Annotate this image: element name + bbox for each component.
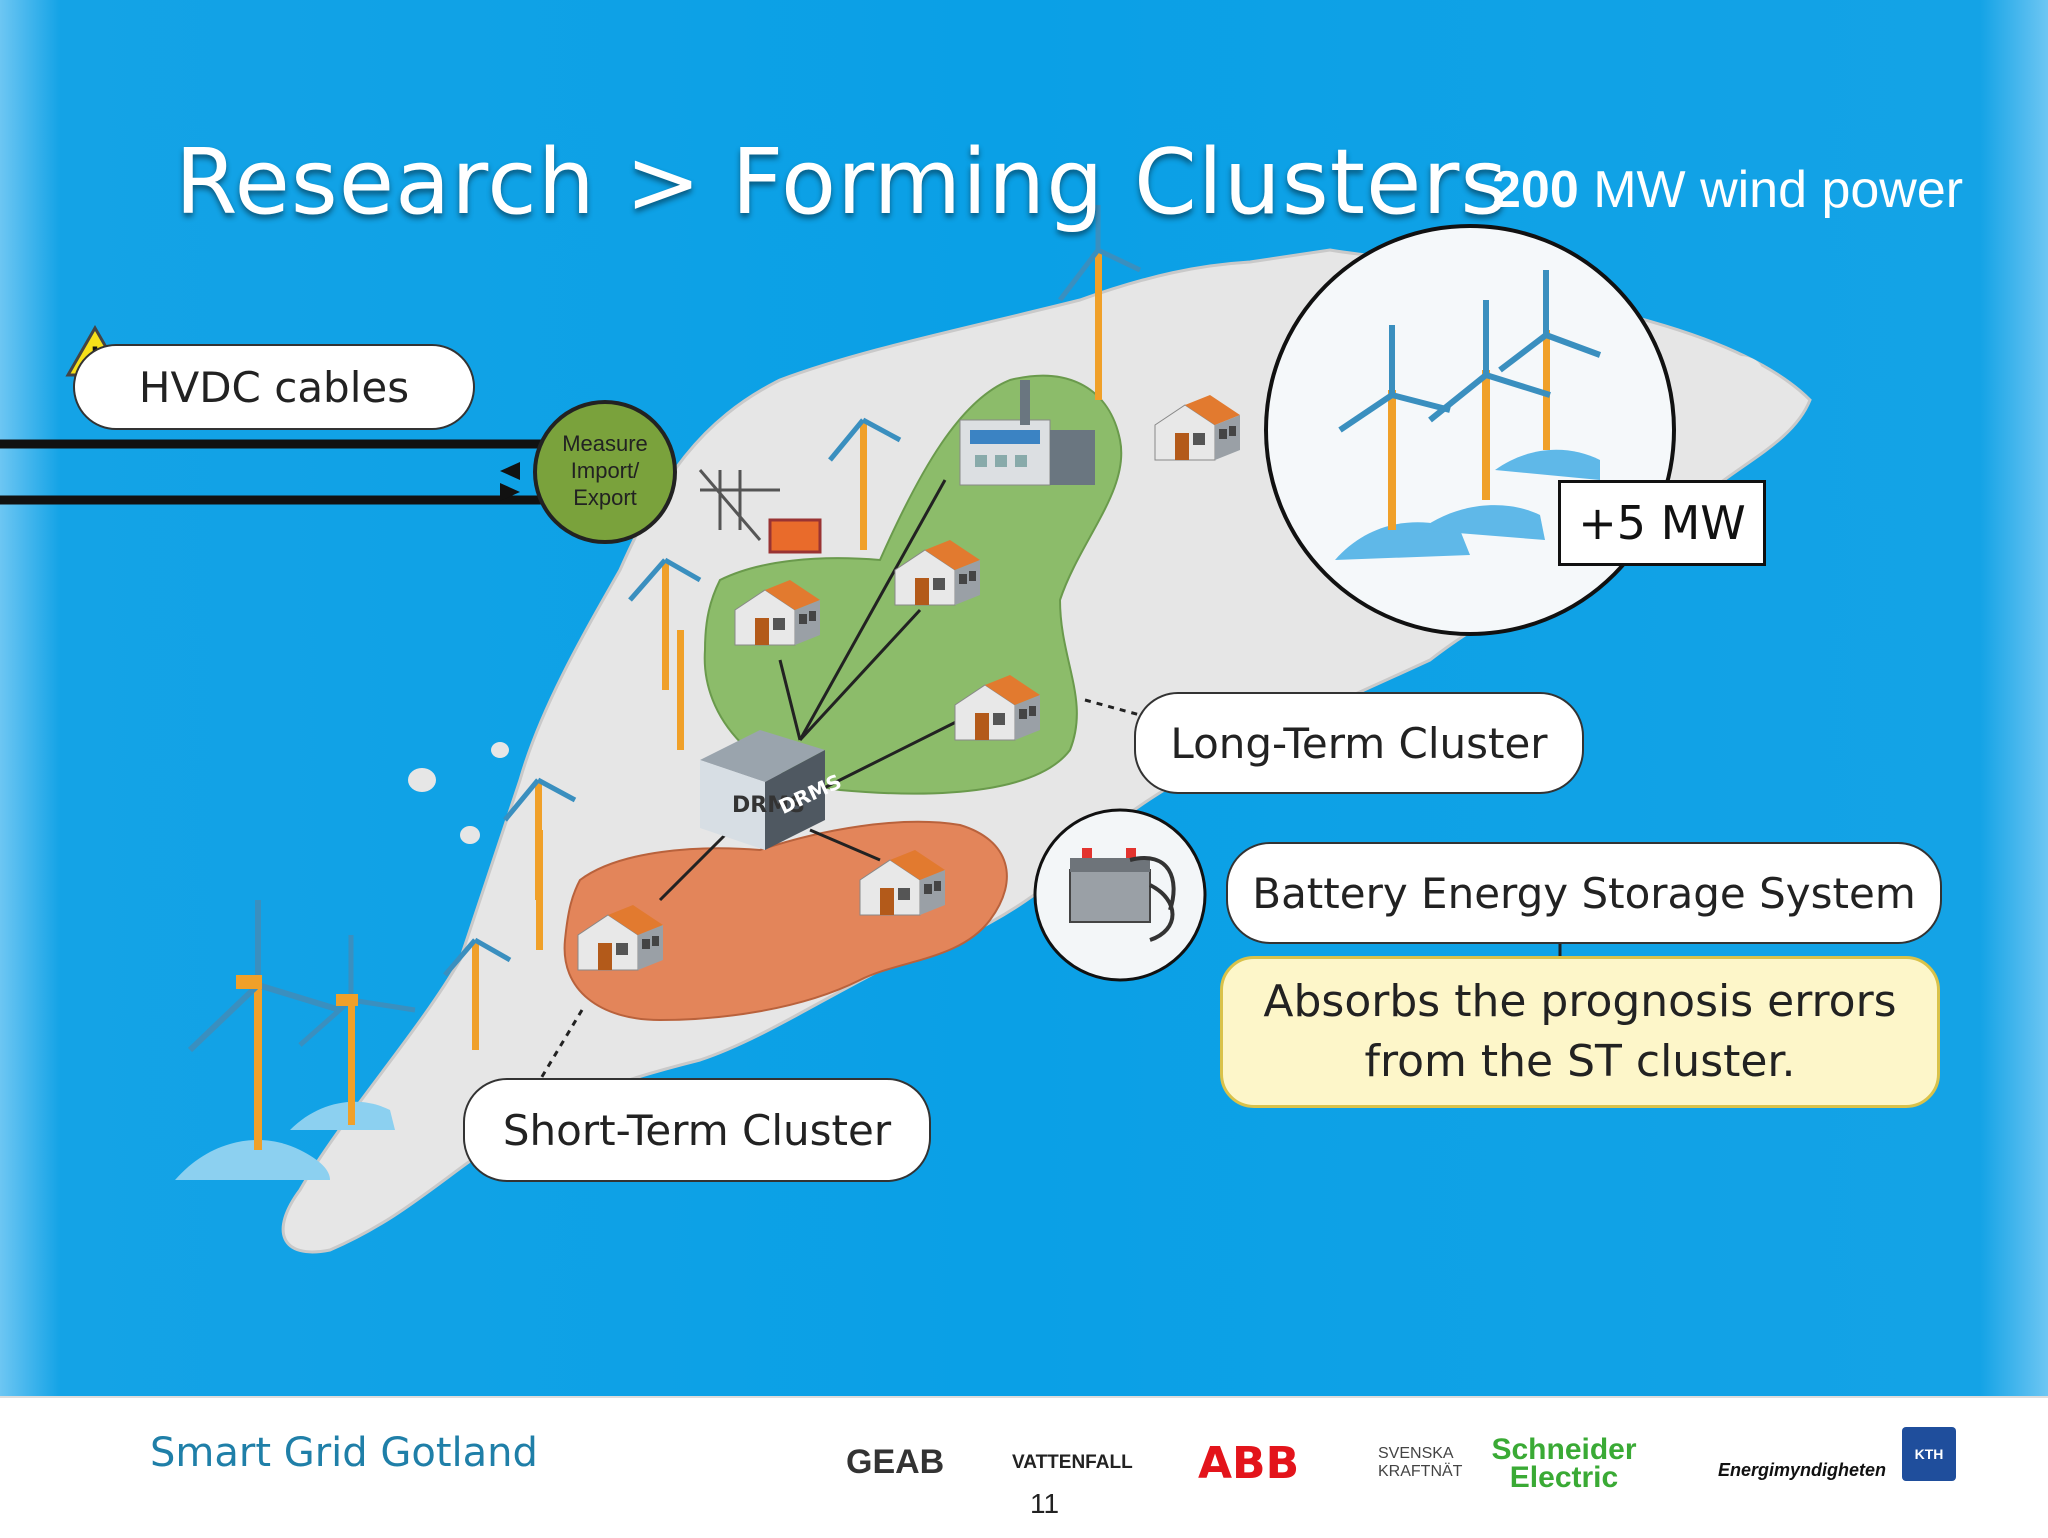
wind-power-unit: MW wind power	[1593, 161, 1964, 219]
zoom-turbines	[1335, 270, 1602, 560]
svenska-kraftnat-logo: SVENSKA KRAFTNÄT	[1378, 1445, 1463, 1480]
wind-power-value: 200	[1492, 161, 1579, 219]
islet	[460, 826, 480, 844]
import-text: Import/	[571, 458, 640, 483]
drms-cube: DRMS DRMS	[700, 730, 845, 850]
geab-logo: GEAB	[846, 1443, 945, 1481]
wind-power-label: 200 MW wind power	[1492, 160, 1963, 220]
measure-import-export-circle	[533, 400, 677, 544]
wind-turbine-icon	[472, 250, 1102, 1050]
abb-logo: ABB	[1198, 1438, 1300, 1489]
footer-bar	[0, 1396, 2048, 1538]
battery-storage-label: Battery Energy Storage System	[1226, 842, 1942, 944]
slide-canvas: DRMS DRMS	[0, 0, 2048, 1396]
turbine-blades	[443, 205, 1142, 977]
footer-brand: Smart Grid Gotland	[150, 1430, 538, 1476]
leader-line	[1084, 698, 1141, 717]
measure-text: Measure	[562, 431, 648, 456]
arrow-icon	[500, 462, 520, 480]
schneider-electric-logo: Schneider Electric	[1491, 1433, 1637, 1494]
page-number: 11	[1030, 1488, 1060, 1519]
islet	[491, 742, 509, 758]
drms-label-front: DRMS	[732, 793, 805, 818]
battery-icon	[1069, 848, 1176, 942]
drms-links	[658, 479, 961, 902]
factory-icon	[959, 380, 1095, 486]
zoom-circle	[1264, 224, 1676, 636]
plus-5mw-label: +5 MW	[1558, 480, 1766, 566]
islet	[408, 768, 436, 792]
substation-icon	[698, 469, 822, 554]
absorbs-line-2: from the ST cluster.	[1364, 1036, 1796, 1087]
leader-line	[538, 1009, 584, 1081]
vattenfall-logo: VATTENFALL	[1012, 1452, 1133, 1473]
kth-logo: KTH	[1902, 1427, 1956, 1481]
hvdc-cables-label: HVDC cables	[73, 344, 475, 430]
offshore-wind-turbines	[175, 900, 416, 1180]
export-text: Export	[573, 485, 637, 510]
page-title: Research > Forming Clusters	[175, 130, 1509, 235]
short-term-cluster-label: Short-Term Cluster	[463, 1078, 931, 1182]
islet	[1718, 356, 1762, 384]
absorbs-errors-callout: Absorbs the prognosis errors from the ST…	[1220, 956, 1940, 1108]
long-term-cluster-label: Long-Term Cluster	[1134, 692, 1584, 794]
absorbs-line-1: Absorbs the prognosis errors	[1263, 976, 1897, 1027]
energimyndigheten-logo: Energimyndigheten	[1718, 1460, 1887, 1480]
arrow-icon	[500, 483, 520, 501]
